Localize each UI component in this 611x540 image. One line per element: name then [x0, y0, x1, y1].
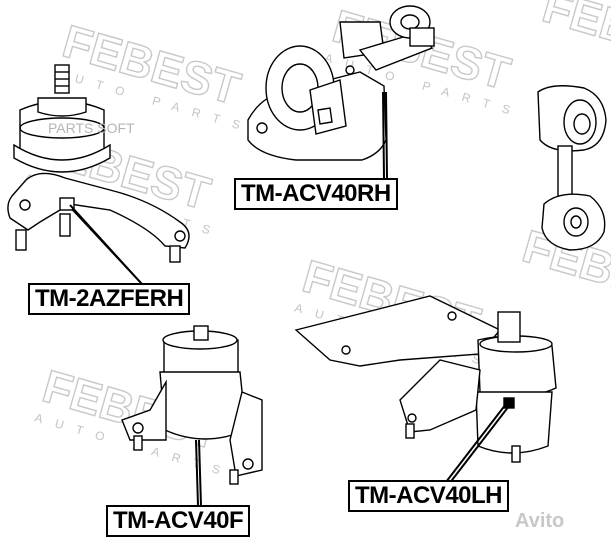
watermark-overlay-text: PARTS SOFT — [48, 120, 135, 136]
part-acv40lh-drawing — [294, 295, 557, 485]
marketplace-watermark: Avito — [515, 510, 565, 532]
part-stabilizer-link-drawing — [537, 85, 607, 251]
part-acv40f-drawing — [121, 325, 263, 507]
part-2azferh-drawing — [7, 64, 190, 285]
part-acv40rh-drawing — [247, 5, 435, 179]
part-label-acv40rh: TM-ACV40RH — [234, 178, 398, 210]
watermark-logo: FEBEST — [537, 0, 611, 80]
part-label-2azferh: TM-2AZFERH — [28, 283, 191, 315]
part-label-acv40f: TM-ACV40F — [106, 505, 251, 537]
part-label-acv40lh: TM-ACV40LH — [348, 480, 510, 512]
